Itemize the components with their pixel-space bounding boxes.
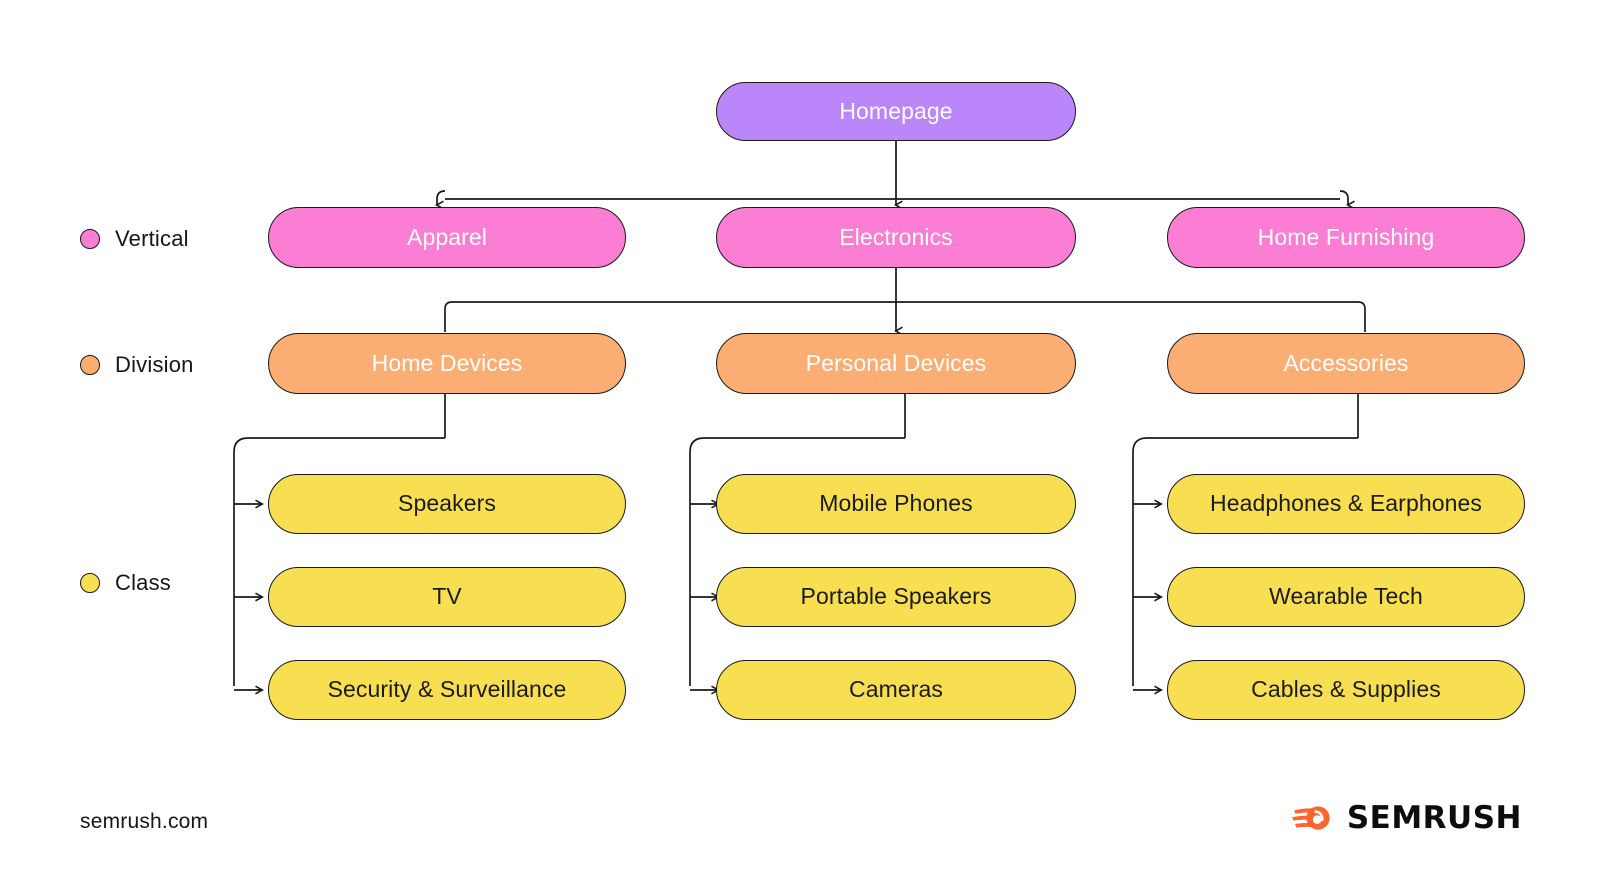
legend-label-class: Class [115,570,172,595]
orange-dot-icon [80,355,100,375]
node-wearable-tech[interactable]: Wearable Tech [1167,567,1525,627]
node-electronics[interactable]: Electronics [716,207,1076,268]
node-security-and-surveillance[interactable]: Security & Surveillance [268,660,626,720]
legend-item-vertical: Vertical [80,226,189,252]
node-home-furnishing[interactable]: Home Furnishing [1167,207,1525,268]
legend-label-vertical: Vertical [115,226,189,251]
semrush-comet-icon [1291,806,1330,830]
node-speakers[interactable]: Speakers [268,474,626,534]
node-cameras[interactable]: Cameras [716,660,1076,720]
node-home-devices[interactable]: Home Devices [268,333,626,394]
semrush-wordmark: SEMRUSH [1346,800,1522,836]
semrush-logo: SEMRUSH [1291,800,1522,836]
node-accessories[interactable]: Accessories [1167,333,1525,394]
node-apparel[interactable]: Apparel [268,207,626,268]
legend-label-division: Division [115,352,194,377]
node-portable-speakers[interactable]: Portable Speakers [716,567,1076,627]
footer-source-url: semrush.com [80,810,209,833]
node-homepage[interactable]: Homepage [716,82,1076,141]
legend-item-class: Class [80,570,171,596]
node-cables-and-supplies[interactable]: Cables & Supplies [1167,660,1525,720]
pink-dot-icon [80,229,100,249]
node-personal-devices[interactable]: Personal Devices [716,333,1076,394]
node-mobile-phones[interactable]: Mobile Phones [716,474,1076,534]
legend-item-division: Division [80,352,194,378]
yellow-dot-icon [80,573,100,593]
node-headphones-and-earphones[interactable]: Headphones & Earphones [1167,474,1525,534]
node-tv[interactable]: TV [268,567,626,627]
